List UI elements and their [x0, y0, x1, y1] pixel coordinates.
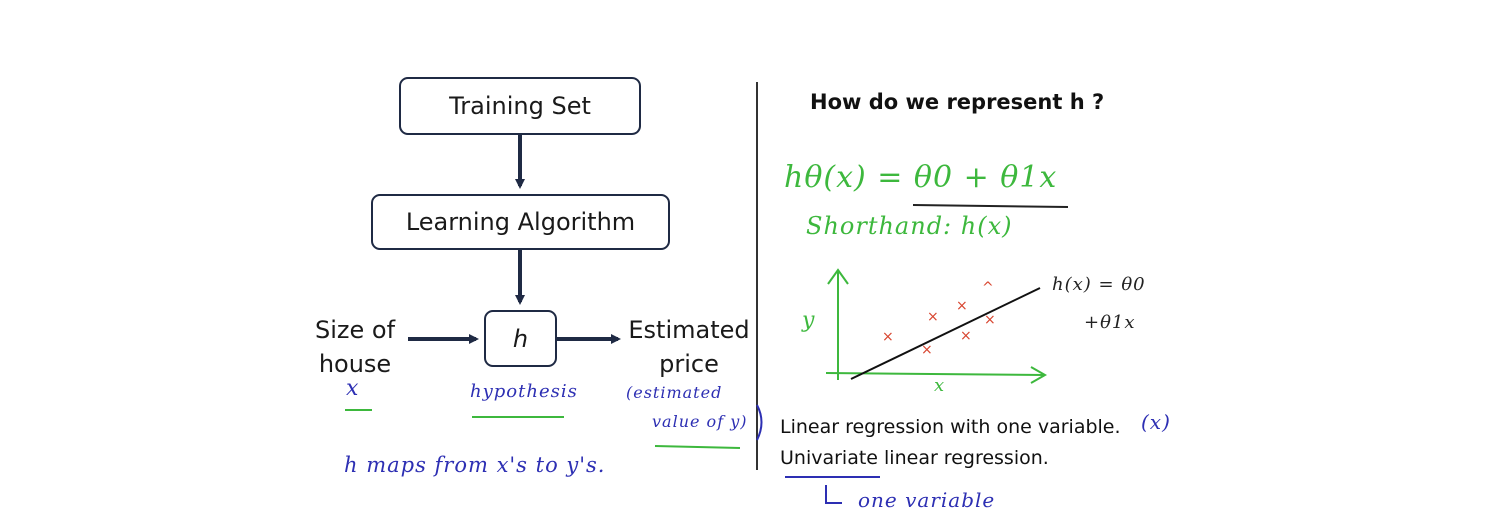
output-label-line1: Estimated	[628, 316, 750, 344]
plot-y-label: y	[802, 308, 816, 333]
data-point: ×	[984, 312, 996, 328]
note-estimated-line1: (estimated	[626, 383, 723, 402]
learning-algorithm-label: Learning Algorithm	[405, 208, 636, 236]
data-point: ×	[956, 298, 968, 314]
data-point: ×	[927, 309, 939, 325]
hypothesis-box: h	[484, 310, 557, 367]
training-set-box: Training Set	[399, 77, 641, 135]
question-title: How do we represent h ?	[810, 90, 1105, 114]
univariate-text: Univariate linear regression.	[780, 447, 1049, 469]
note-maps: h maps from x's to y's.	[344, 453, 606, 477]
output-label: Estimated price	[624, 313, 754, 381]
linear-regression-text: Linear regression with one variable.	[780, 416, 1121, 438]
formula-underline	[912, 204, 1069, 208]
linear-regression-note: (x)	[1141, 410, 1171, 434]
data-point: ×	[882, 329, 894, 345]
input-label: Size of house	[305, 313, 405, 381]
line-label-2: +θ1x	[1084, 312, 1136, 333]
training-set-label: Training Set	[449, 92, 591, 120]
note-hypothesis: hypothesis	[470, 381, 578, 402]
data-point: ×	[921, 342, 933, 358]
note-x: x	[346, 376, 360, 401]
hypothesis-box-label: h	[512, 324, 529, 353]
bracket-estimated	[756, 404, 763, 441]
note-estimated-line2: value of y)	[652, 412, 748, 431]
line-label-1: h(x) = θ0	[1052, 274, 1146, 295]
one-variable-note: one variable	[858, 488, 996, 512]
plot-x-arrow	[1030, 366, 1048, 384]
learning-algorithm-box: Learning Algorithm	[371, 194, 670, 250]
shorthand: Shorthand: h(x)	[806, 212, 1013, 240]
plot-x-label: x	[934, 375, 946, 396]
input-label-line1: Size of	[314, 316, 396, 344]
underline-estimated	[654, 445, 741, 449]
plot-y-arrow	[827, 268, 849, 285]
output-label-line2: price	[659, 350, 719, 378]
hook-one-variable	[825, 485, 842, 504]
regression-line	[850, 287, 1041, 380]
data-point: ^	[982, 280, 994, 296]
data-point: ×	[960, 328, 972, 344]
input-label-line2: house	[318, 350, 392, 378]
formula: hθ(x) = θ0 + θ1x	[784, 160, 1058, 195]
